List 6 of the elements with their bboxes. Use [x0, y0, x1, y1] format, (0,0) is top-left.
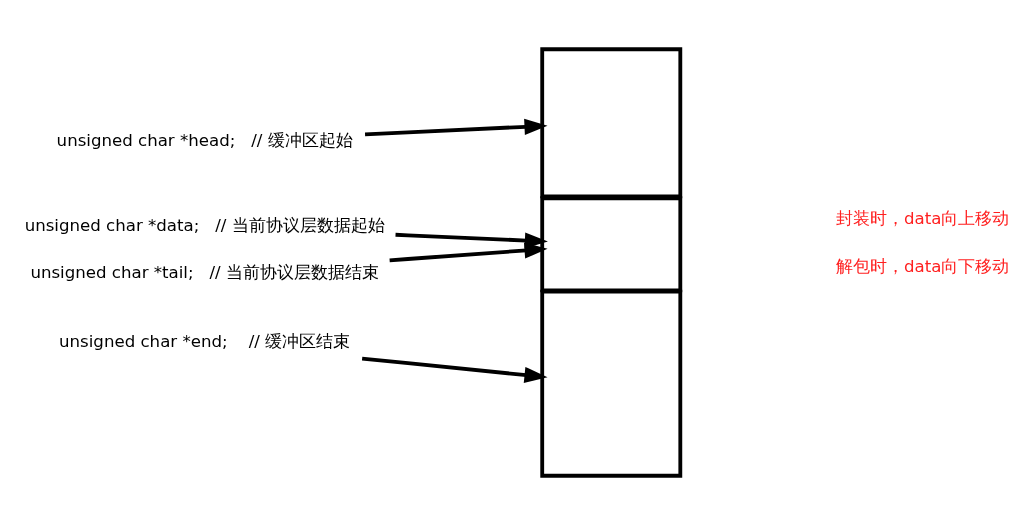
node-text: unsigned char *head; // 缓冲区起始	[56, 131, 353, 151]
node-label: 解包时，data向下移动	[835, 256, 1009, 276]
node-text: unsigned char *tail; // 当前协议层数据结束	[29, 263, 379, 283]
node-text: unsigned char *data; // 当前协议层数据起始	[24, 215, 385, 235]
node-text: unsigned char *end; // 缓冲区结束	[58, 332, 350, 352]
node-label: 封装时，data向上移动	[835, 209, 1009, 229]
